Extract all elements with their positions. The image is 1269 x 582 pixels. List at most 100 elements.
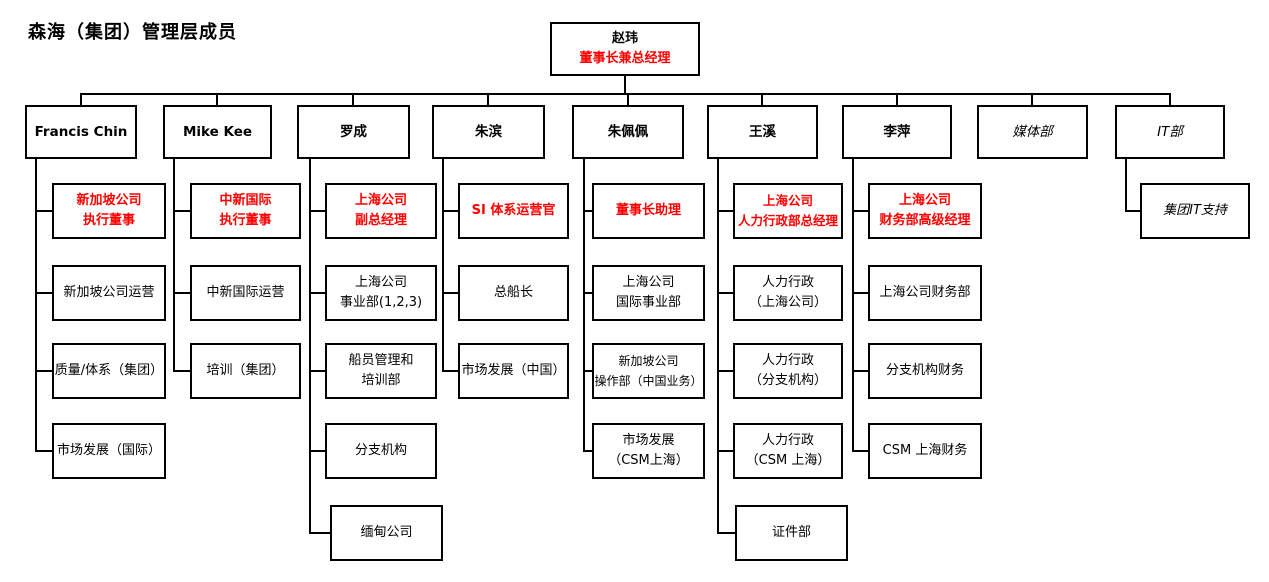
connector-stub [442,210,458,212]
connector-stub [309,532,330,534]
org-box-hr-admin-csm-sh: 人力行政 （CSM 上海） [733,423,843,479]
box-line: 上海公司 [354,193,407,208]
connector-stub [1125,210,1140,212]
head-label: Francis Chin [34,124,128,140]
org-box-sh-hr-admin-gm: 上海公司 人力行政部总经理 [733,183,843,239]
box-line: 分支机构财务 [885,363,964,378]
org-box-sh-business-dept: 上海公司 事业部(1,2,3) [325,265,437,321]
connector-stub [852,292,868,294]
org-box-root: 赵玮 董事长兼总经理 [550,22,700,76]
head-label: 朱佩佩 [607,124,649,140]
connector-stub [717,370,733,372]
box-line: 培训（集团） [206,363,285,378]
connector-stub [852,210,868,212]
connector-stub [442,292,458,294]
root-title: 董事长兼总经理 [579,51,671,66]
box-line: 总船长 [493,285,533,300]
connector-stub [852,370,868,372]
org-box-training-group: 培训（集团） [190,343,301,399]
connector-drop [352,93,354,105]
connector-col-vertical [309,159,311,534]
org-box-csm-sh-finance: CSM 上海财务 [868,423,982,479]
connector-stub [717,292,733,294]
box-line: 副总经理 [354,213,407,228]
org-box-hr-admin-sh: 人力行政 （上海公司） [733,265,843,321]
org-box-li-ping: 李萍 [842,105,952,159]
connector-stub [852,450,868,452]
connector-stub [309,210,325,212]
org-box-market-dev-csm-sh: 市场发展 （CSM上海） [592,423,705,479]
connector-col-vertical [1125,159,1127,212]
box-line: 上海公司 [762,193,813,208]
org-box-sh-finance-senior-mgr: 上海公司 财务部高级经理 [868,183,982,239]
org-box-chief-captain: 总船长 [458,265,569,321]
connector-drop [1031,93,1033,105]
head-label: Mike Kee [182,124,253,140]
box-line: 人力行政 [761,353,814,368]
box-line: 缅甸公司 [360,525,413,540]
box-line: 国际事业部 [615,295,681,310]
org-box-market-dev-china: 市场发展（中国） [458,343,569,399]
org-box-sg-ops-china-business: 新加坡公司 操作部（中国业务） [592,343,705,399]
connector-stub [583,210,592,212]
box-line: 上海公司财务部 [879,285,971,300]
connector-col-vertical [717,159,719,534]
connector-drop [216,93,218,105]
org-box-sh-intl-business: 上海公司 国际事业部 [592,265,705,321]
connector-drop [80,93,82,105]
org-box-sg-exec-director: 新加坡公司 执行董事 [52,183,166,239]
box-line: 上海公司 [622,275,675,290]
box-line: （CSM上海） [608,453,689,468]
box-line: 人力行政 [761,275,814,290]
org-box-quality-system-group: 质量/体系（集团） [52,343,166,399]
box-line: 操作部（中国业务） [594,374,703,388]
box-line: 证件部 [771,525,811,540]
org-box-media-dept: 媒体部 [977,105,1088,159]
page-title: 森海（集团）管理层成员 [28,22,237,43]
org-box-zhongxin-exec-director: 中新国际 执行董事 [190,183,301,239]
connector-stub [583,370,592,372]
connector-stub [35,210,52,212]
org-box-luo-cheng: 罗成 [297,105,410,159]
head-label: 朱滨 [475,124,502,140]
box-line: 上海公司 [354,275,407,290]
org-box-hr-admin-branch: 人力行政 （分支机构） [733,343,843,399]
org-box-si-system-coo: SI 体系运营官 [458,183,569,239]
box-line: 新加坡公司运营 [63,285,155,300]
head-label: 罗成 [340,124,367,140]
connector-stub [717,450,733,452]
connector-stub [583,450,592,452]
org-box-crew-mgmt-training: 船员管理和 培训部 [325,343,437,399]
box-line: 执行董事 [219,213,272,228]
connector-drop [1169,93,1171,105]
box-line: 船员管理和 [348,353,414,368]
box-line: （分支机构） [748,373,827,388]
connector-col-vertical [852,159,854,452]
connector-col-vertical [173,159,175,372]
box-line: （CSM 上海） [745,453,831,468]
root-name: 赵玮 [611,31,638,46]
org-box-zhu-bin: 朱滨 [432,105,545,159]
box-line: 执行董事 [82,213,135,228]
connector-stub [35,370,52,372]
box-line: 市场发展 [622,433,675,448]
connector-stub [309,450,325,452]
connector-col-vertical [583,159,585,452]
box-line: 市场发展（中国） [461,363,566,378]
box-line: 董事长助理 [615,203,681,218]
org-box-certificates-dept: 证件部 [735,505,848,561]
org-box-myanmar-company: 缅甸公司 [330,505,443,561]
connector-drop [896,93,898,105]
connector-stub [173,210,190,212]
box-line: 新加坡公司 [618,354,679,368]
connector-bus [80,93,1171,95]
org-box-sh-finance-dept: 上海公司财务部 [868,265,982,321]
org-box-market-dev-intl: 市场发展（国际） [52,423,166,479]
connector-stub [35,292,52,294]
connector-col-vertical [35,159,37,452]
org-box-group-it-support: 集团IT支持 [1140,183,1250,239]
box-line: （上海公司） [748,295,827,310]
connector-drop [761,93,763,105]
connector-stub [173,370,190,372]
org-box-mike-kee: Mike Kee [163,105,272,159]
